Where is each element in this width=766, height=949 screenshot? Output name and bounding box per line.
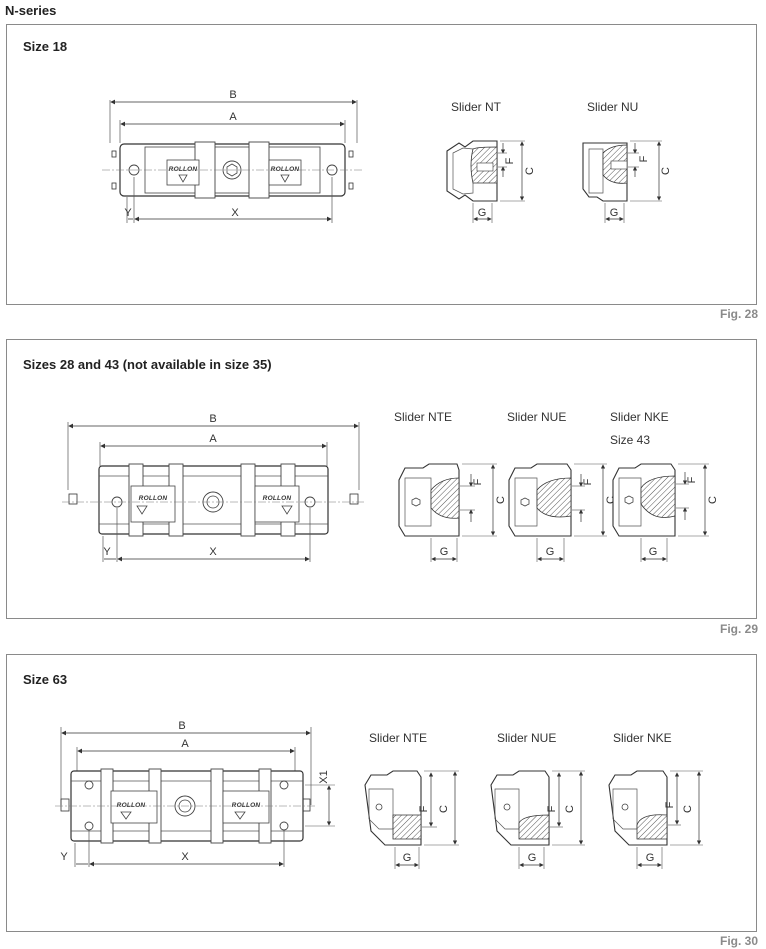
dim-G: G [646, 852, 655, 864]
dim-C: C [682, 805, 694, 813]
dim-C: C [660, 167, 672, 175]
slider-nu-section: F C G [582, 140, 672, 223]
slider-label: Slider NUE [497, 731, 557, 745]
slider-nue-63-section: F C G [490, 770, 585, 869]
figure-number: Fig. 30 [719, 934, 758, 948]
dim-C: C [524, 167, 536, 175]
dim-X: X [231, 207, 239, 219]
slider-diagram-size-18: B A ROLLON ROLLON X Y [102, 89, 672, 223]
panel-size-28-43: Sizes 28 and 43 (not available in size 3… [6, 339, 757, 619]
slider-diagram-size-63: B A ROLLON ROLLON X1 [55, 720, 703, 869]
dim-X: X [209, 546, 217, 558]
dim-F: F [664, 801, 676, 808]
dim-F: F [504, 157, 516, 164]
figure-number: Fig. 29 [719, 622, 758, 636]
slider-nte-section: F C G [398, 463, 507, 562]
dim-G: G [610, 207, 619, 219]
dim-G: G [478, 207, 487, 219]
slider-nke-63-section: F C G [608, 770, 703, 869]
dim-Y: Y [60, 851, 68, 863]
dim-G: G [649, 546, 658, 558]
dim-F: F [546, 805, 558, 812]
dim-C: C [605, 496, 617, 504]
dim-F: F [686, 476, 698, 483]
rollon-logo: ROLLON [117, 802, 146, 809]
slider-label: Slider NKE [613, 731, 672, 745]
rollon-logo: ROLLON [271, 166, 300, 173]
dim-G: G [403, 852, 412, 864]
dim-Y: Y [124, 207, 132, 219]
slider-label: Slider NKE [610, 410, 669, 424]
dim-A: A [229, 111, 237, 123]
dim-F: F [582, 478, 594, 485]
rollon-logo: ROLLON [263, 495, 292, 502]
slider-nt-section: F C G [446, 140, 536, 223]
dim-A: A [181, 738, 189, 750]
dim-C: C [495, 496, 507, 504]
dim-C: C [707, 496, 719, 504]
slider-label: Slider NTE [394, 410, 453, 424]
slider-label: Slider NT [451, 100, 502, 114]
slider-size-note: Size 43 [610, 433, 651, 447]
rollon-logo: ROLLON [232, 802, 261, 809]
dim-G: G [546, 546, 555, 558]
slider-nue-section: F C G [508, 463, 617, 562]
dim-C: C [564, 805, 576, 813]
panel-size-63: Size 63 B A ROLLON [6, 654, 757, 932]
dim-B: B [209, 413, 216, 425]
dim-F: F [638, 155, 650, 162]
dim-C: C [438, 805, 450, 813]
rollon-logo: ROLLON [139, 495, 168, 502]
slider-nte-63-section: F C G [364, 770, 459, 869]
dim-X1: X1 [318, 770, 330, 783]
panel-title: Size 18 [23, 39, 68, 54]
dim-B: B [229, 89, 236, 101]
dim-Y: Y [103, 546, 111, 558]
dim-B: B [178, 720, 185, 732]
slider-label: Slider NU [587, 100, 639, 114]
slider-label: Slider NTE [369, 731, 428, 745]
dim-G: G [440, 546, 449, 558]
panel-title: Size 63 [23, 672, 68, 687]
dim-F: F [418, 805, 430, 812]
dim-F: F [472, 478, 484, 485]
dim-X: X [181, 851, 189, 863]
dim-A: A [209, 433, 217, 445]
slider-diagram-size-28-43: B A ROLLON ROLLON X Y [62, 413, 719, 562]
dim-G: G [528, 852, 537, 864]
panel-title: Sizes 28 and 43 (not available in size 3… [23, 357, 272, 372]
slider-label: Slider NUE [507, 410, 567, 424]
panel-size-18: Size 18 B A ROLLON RO [6, 24, 757, 305]
series-heading: N-series [5, 3, 57, 18]
figure-number: Fig. 28 [719, 307, 758, 321]
slider-nke-section: F C G [612, 463, 719, 562]
rollon-logo: ROLLON [169, 166, 198, 173]
